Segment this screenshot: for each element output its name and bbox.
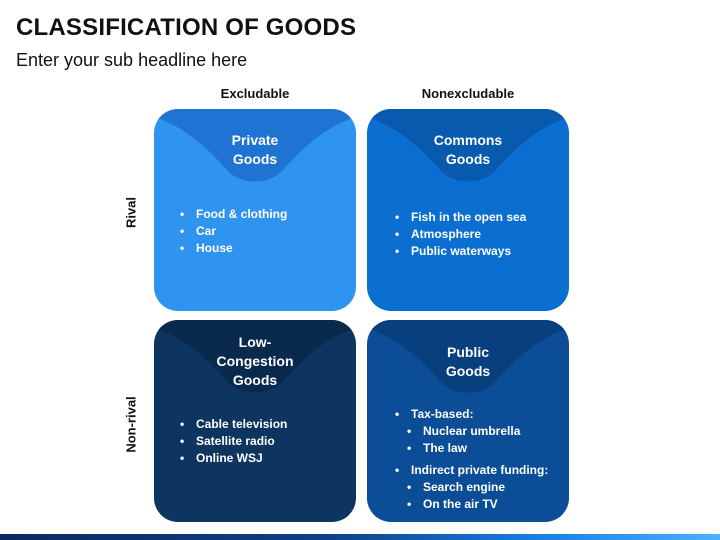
low-congestion-goods-heading: Low- Congestion Goods — [216, 334, 294, 388]
list-subitem: Search engine — [395, 479, 548, 496]
envelope-flap-icon — [154, 109, 356, 182]
page-subtitle: Enter your sub headline here — [16, 50, 248, 70]
list-item: Online WSJ — [180, 450, 287, 467]
list-subitem: The law — [395, 440, 548, 457]
list-item: Tax-based: — [395, 406, 548, 423]
low-congestion-goods-card: Low- Congestion Goods Cable television S… — [154, 320, 356, 522]
envelope-flap-icon — [367, 109, 569, 182]
row-header-rival: Rival — [123, 196, 139, 229]
commons-goods-list: Fish in the open sea Atmosphere Public w… — [395, 209, 526, 260]
list-item: Car — [180, 223, 287, 240]
list-subitem: Nuclear umbrella — [395, 423, 548, 440]
footer-accent-bar — [0, 534, 720, 540]
list-item: Satellite radio — [180, 433, 287, 450]
commons-goods-heading: Commons Goods — [433, 132, 503, 167]
list-item: Cable television — [180, 416, 287, 433]
column-header-nonexcludable: Nonexcludable — [421, 86, 515, 101]
public-goods-list: Tax-based: Nuclear umbrella The law Indi… — [395, 406, 548, 513]
row-header-non-rival: Non-rival — [123, 396, 139, 453]
private-goods-heading: Private Goods — [231, 132, 279, 167]
list-subitem: On the air TV — [395, 496, 548, 513]
envelope-flap-icon — [367, 320, 569, 393]
page-title: CLASSIFICATION OF GOODS — [16, 14, 357, 41]
list-item: Food & clothing — [180, 206, 287, 223]
commons-goods-card: Commons Goods Fish in the open sea Atmos… — [367, 109, 569, 311]
list-item: Indirect private funding: — [395, 462, 548, 479]
list-item: Public waterways — [395, 243, 526, 260]
private-goods-card: Private Goods Food & clothing Car House — [154, 109, 356, 311]
private-goods-list: Food & clothing Car House — [180, 206, 287, 257]
public-goods-heading: Public Goods — [445, 344, 491, 379]
list-item: Atmosphere — [395, 226, 526, 243]
public-goods-card: Public Goods Tax-based: Nuclear umbrella… — [367, 320, 569, 522]
column-header-excludable: Excludable — [220, 86, 290, 101]
low-congestion-goods-list: Cable television Satellite radio Online … — [180, 416, 287, 467]
list-item: Fish in the open sea — [395, 209, 526, 226]
list-item: House — [180, 240, 287, 257]
envelope-flap-icon — [154, 320, 356, 393]
